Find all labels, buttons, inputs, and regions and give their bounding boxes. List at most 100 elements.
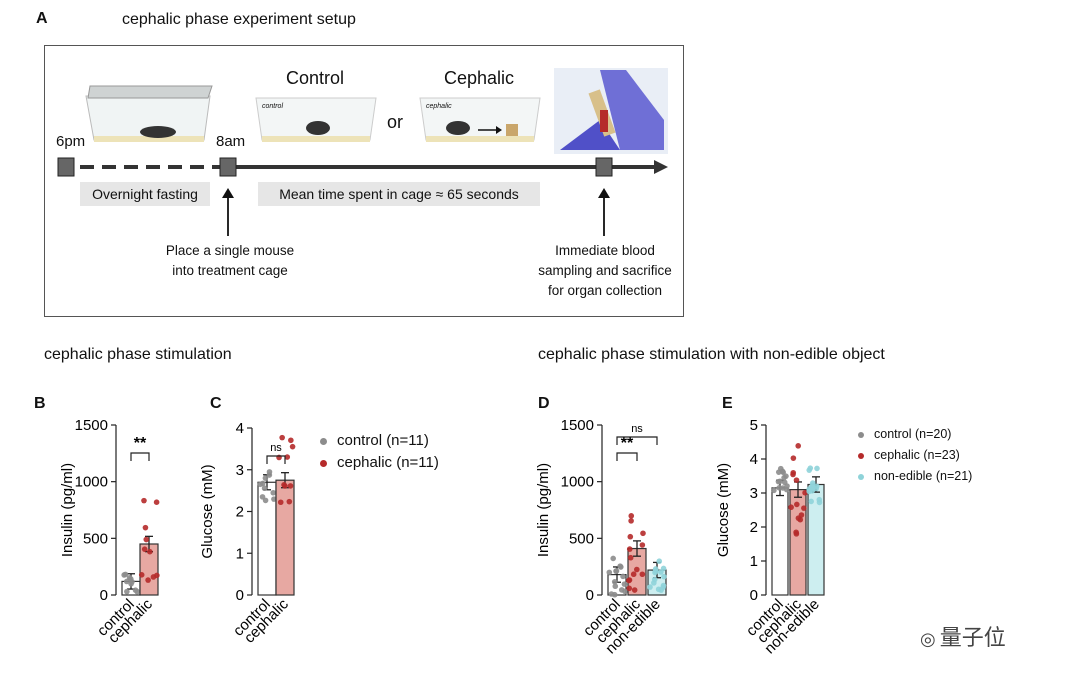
legend-e: control (n=20) cephalic (n=23) non-edibl…: [858, 427, 972, 490]
legend-e-control-dot: [858, 431, 864, 438]
c-point-control: [266, 472, 273, 478]
d-point-cephalic: [631, 587, 638, 593]
c-point-cephalic: [288, 437, 294, 444]
d-point-control: [611, 578, 618, 585]
c-point-control: [262, 497, 269, 504]
b-y-label: Insulin (pg/ml): [59, 463, 76, 557]
e-point-non-edible: [809, 488, 815, 494]
e-y-tick-label: 3: [750, 485, 758, 502]
blood-sampling-caption: Immediate blood sampling and sacrifice f…: [538, 243, 672, 298]
b-point-control: [122, 571, 129, 578]
e-point-cephalic: [793, 531, 800, 537]
legend-c-cephalic-label: cephalic (n=11): [337, 454, 439, 471]
b-point-cephalic: [153, 499, 160, 505]
d-sig-bracket: [616, 436, 658, 445]
d-sig-bracket: [616, 452, 638, 461]
c-point-cephalic: [281, 481, 287, 488]
e-point-cephalic: [790, 455, 797, 461]
control-cage-inner-label: control: [262, 103, 284, 110]
d-point-control: [621, 581, 628, 587]
legend-e-cephalic-label: cephalic (n=23): [874, 448, 960, 462]
panel-letter-e: E: [722, 395, 733, 412]
c-y-tick-label: 2: [236, 504, 244, 521]
d-point-cephalic: [627, 554, 634, 561]
b-y-tick-label: 500: [83, 530, 108, 547]
c-sig-bracket: [266, 455, 286, 464]
d-point-control: [606, 569, 613, 576]
d-point-control: [610, 555, 616, 562]
mean-time-label: Mean time spent in cage ≈ 65 seconds: [258, 182, 540, 206]
d-y-tick-label: 1500: [561, 417, 594, 434]
d-point-non-edible: [661, 573, 667, 580]
d-point-control: [617, 563, 624, 569]
d-point-cephalic: [634, 566, 640, 573]
d-sig-label: ns: [631, 423, 643, 435]
e-point-non-edible: [808, 498, 814, 505]
c-y-tick-label: 0: [236, 587, 244, 604]
b-point-cephalic: [141, 497, 147, 504]
section-title-left: cephalic phase stimulation: [44, 346, 232, 363]
b-y-tick-label: 1000: [75, 474, 108, 491]
time-8am-label: 8am: [216, 133, 246, 150]
d-point-cephalic: [626, 546, 633, 552]
b-point-cephalic: [138, 572, 145, 578]
b-sig-bracket: [130, 452, 150, 461]
d-point-cephalic: [630, 571, 637, 578]
panel-letter-c: C: [210, 395, 222, 412]
timeline: [57, 157, 668, 236]
watermark-text: 量子位: [939, 625, 1006, 650]
legend-e-control-label: control (n=20): [874, 427, 952, 441]
d-sig-label: **: [621, 435, 634, 452]
b-point-cephalic: [150, 574, 157, 580]
e-point-non-edible: [806, 467, 813, 473]
b-point-control: [128, 580, 134, 587]
e-y-tick-label: 4: [750, 451, 758, 468]
b-point-control: [132, 587, 139, 593]
e-point-control: [781, 474, 787, 481]
b-point-cephalic: [141, 546, 148, 552]
control-cage-illustration: [255, 97, 377, 142]
legend-e-cephalic-dot: [858, 452, 864, 459]
d-point-non-edible: [652, 566, 659, 572]
d-y-tick-label: 500: [569, 530, 594, 547]
c-point-cephalic: [284, 454, 291, 460]
c-point-cephalic: [277, 499, 284, 506]
e-point-cephalic: [790, 469, 797, 476]
d-point-non-edible: [647, 584, 653, 590]
c-bar-cephalic: [275, 479, 295, 596]
e-point-cephalic: [798, 512, 805, 518]
c-y-tick-label: 4: [236, 420, 244, 437]
b-point-cephalic: [142, 524, 149, 531]
d-y-tick-label: 1000: [561, 474, 594, 491]
d-point-non-edible: [655, 586, 662, 593]
d-y-label: Insulin (pg/ml): [535, 463, 552, 557]
e-point-non-edible: [816, 496, 823, 503]
e-point-cephalic: [788, 504, 794, 511]
legend-e-nonedible-dot: [858, 473, 864, 480]
cephalic-cage-label: Cephalic: [444, 68, 515, 88]
panel-letter-a: A: [36, 10, 48, 27]
d-point-non-edible: [651, 580, 657, 586]
c-point-cephalic: [279, 434, 285, 441]
fasting-label: Overnight fasting: [80, 182, 210, 206]
c-y-label: Glucose (mM): [199, 464, 216, 558]
e-point-control: [781, 479, 788, 486]
e-point-control: [780, 469, 786, 476]
d-point-cephalic: [627, 533, 634, 540]
d-point-cephalic: [639, 542, 646, 548]
panel-letter-d: D: [538, 395, 550, 412]
d-point-cephalic: [626, 585, 633, 592]
panel-a-title: cephalic phase experiment setup: [122, 11, 356, 28]
c-point-control: [257, 481, 264, 488]
e-y-tick-label: 2: [750, 519, 758, 536]
d-y-tick-label: 0: [586, 587, 594, 604]
or-label: or: [387, 112, 404, 132]
e-point-non-edible: [814, 465, 820, 472]
e-point-cephalic: [797, 516, 804, 523]
d-point-cephalic: [626, 577, 632, 584]
cephalic-cage-inner-label: cephalic: [426, 103, 452, 110]
c-point-control: [261, 485, 268, 492]
e-point-non-edible: [813, 483, 820, 490]
d-point-control: [620, 573, 626, 580]
